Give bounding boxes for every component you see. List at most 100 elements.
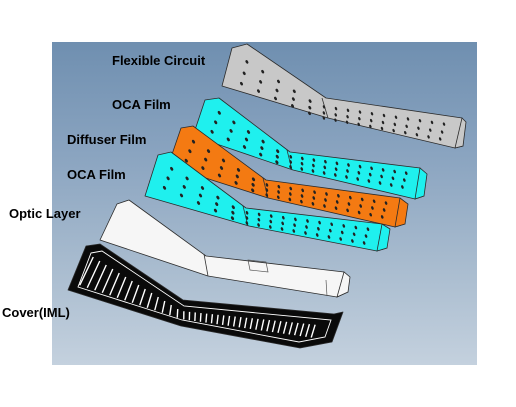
perforation-hole: [291, 97, 295, 101]
perforation-hole: [358, 116, 361, 121]
perforation-hole: [308, 105, 312, 110]
perforation-hole: [201, 166, 205, 170]
perforation-hole: [245, 216, 249, 220]
perforation-hole: [342, 224, 346, 228]
label-oca-film-bottom: OCA Film: [67, 167, 126, 182]
perforation-hole: [301, 156, 304, 161]
perforation-hole: [340, 230, 344, 235]
perforation-hole: [219, 166, 224, 170]
cover-slot: [161, 300, 166, 313]
perforation-hole: [370, 112, 374, 116]
perforation-hole: [403, 178, 406, 182]
perforation-hole: [405, 124, 408, 129]
perforation-hole: [210, 129, 214, 134]
perforation-hole: [244, 137, 249, 142]
perforation-hole: [269, 219, 273, 224]
perforation-hole: [242, 145, 247, 149]
perforation-hole: [215, 202, 219, 206]
perforation-hole: [360, 197, 364, 202]
perforation-hole: [334, 106, 338, 111]
perforation-hole: [217, 110, 221, 115]
perforation-hole: [404, 130, 407, 135]
perforation-hole: [329, 228, 332, 233]
perforation-hole: [289, 155, 293, 159]
cover-slot: [271, 320, 276, 333]
cover-slot: [255, 318, 259, 330]
perforation-hole: [300, 194, 304, 198]
cover-inner-outline: [77, 250, 332, 343]
perforation-hole: [322, 171, 326, 175]
perforation-hole: [381, 168, 385, 172]
cover-slot: [154, 296, 159, 311]
cover-slot: [249, 318, 254, 330]
optic-window-outline: [247, 259, 269, 273]
perforation-hole: [291, 104, 294, 108]
perforation-hole: [294, 217, 297, 222]
label-flexible-circuit: Flexible Circuit: [112, 53, 206, 68]
perforation-hole: [381, 120, 385, 125]
perforation-hole: [393, 122, 397, 127]
label-cover-iml: Cover(IML): [2, 305, 70, 320]
perforation-hole: [367, 179, 371, 183]
perforation-hole: [442, 122, 446, 126]
perforation-hole: [322, 105, 326, 109]
perforation-hole: [339, 237, 342, 241]
perforation-hole: [213, 208, 218, 213]
perforation-hole: [275, 154, 279, 159]
perforation-hole: [261, 139, 265, 144]
perforation-hole: [357, 210, 361, 215]
perforation-hole: [364, 234, 368, 238]
cover-slot: [139, 288, 146, 306]
perforation-hole: [306, 219, 309, 223]
perforation-hole: [204, 157, 208, 162]
perforation-hole: [300, 161, 304, 166]
perforation-hole: [231, 210, 235, 215]
perforation-hole: [370, 166, 373, 171]
perforation-hole: [393, 169, 396, 174]
perforation-hole: [323, 165, 327, 170]
perforation-hole: [277, 184, 281, 189]
perforation-hole: [438, 137, 442, 141]
perforation-hole: [305, 225, 308, 229]
perforation-hole: [280, 227, 284, 231]
perforation-hole: [246, 130, 251, 134]
perforation-hole: [334, 206, 338, 210]
layer-oca-film-top: [192, 97, 428, 200]
perforation-hole: [357, 122, 360, 127]
perforation-hole: [392, 128, 395, 133]
perforation-hole: [330, 222, 333, 227]
perforation-hole: [362, 241, 366, 245]
perforation-hole: [289, 192, 292, 196]
perforation-hole: [313, 190, 316, 194]
cover-slot: [260, 319, 265, 331]
perforation-hole: [356, 177, 359, 181]
perforation-hole: [245, 60, 249, 64]
perforation-hole: [282, 215, 285, 220]
perforation-hole: [269, 225, 272, 229]
perforation-hole: [277, 195, 280, 200]
perforation-hole: [235, 174, 239, 179]
cover-slot: [227, 315, 231, 326]
perforation-hole: [334, 173, 337, 177]
perforation-hole: [334, 167, 338, 171]
cover-slot: [101, 268, 114, 294]
cover-slot: [124, 280, 133, 301]
perforation-hole: [200, 186, 205, 190]
perforation-hole: [334, 113, 337, 117]
perforation-hole: [404, 171, 408, 175]
cover-slot: [282, 321, 288, 334]
perforation-hole: [366, 227, 370, 231]
label-optic-layer: Optic Layer: [9, 206, 81, 221]
cover-slot: [146, 292, 153, 308]
perforation-hole: [179, 193, 184, 198]
perforation-hole: [259, 80, 263, 84]
perforation-hole: [289, 160, 292, 164]
perforation-hole: [226, 137, 230, 142]
cover-slot: [94, 264, 107, 291]
layer-flexible-circuit: [221, 43, 467, 149]
layer-end-tab-diffuser-film: [394, 197, 409, 228]
cover-slot: [86, 260, 101, 289]
cover-slot: [244, 317, 248, 329]
perforation-hole: [334, 118, 337, 122]
perforation-hole: [162, 185, 167, 190]
